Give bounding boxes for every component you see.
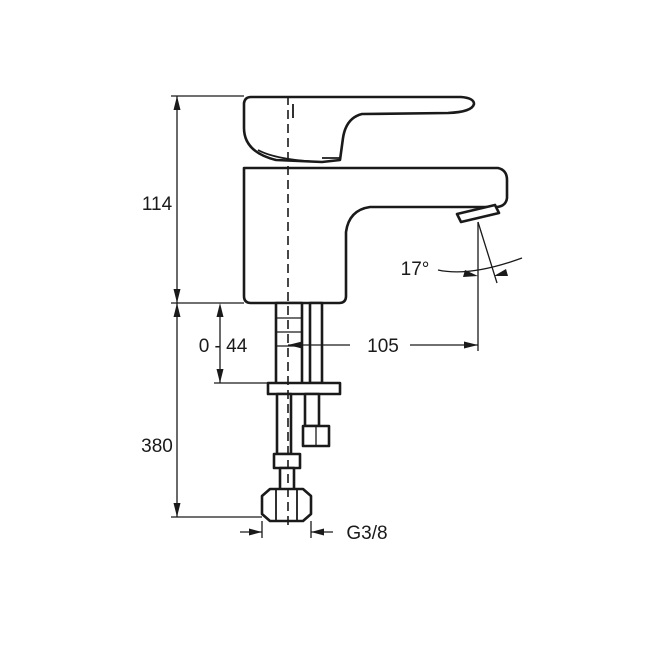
connection-nut: [260, 487, 313, 523]
dimension-label-105: 105: [367, 336, 399, 357]
supply-hose: [272, 392, 331, 492]
dimension-hose-length: [171, 303, 262, 518]
dimension-label-380: 380: [141, 436, 173, 457]
dimension-label-0-44: 0 - 44: [199, 336, 248, 357]
dimension-adjust-range: [214, 303, 268, 384]
dimension-spout-reach: [288, 222, 479, 351]
dimension-label-114: 114: [142, 194, 173, 215]
dimension-body-height: [171, 95, 244, 304]
dimension-thread: [240, 521, 333, 538]
faucet-body: [242, 166, 509, 305]
dimension-label-17deg: 17°: [401, 259, 430, 280]
lever-handle: [242, 95, 476, 164]
dimension-label-g38: G3/8: [346, 523, 387, 544]
dimension-spout-angle: [437, 221, 523, 284]
mounting-plate: [266, 381, 342, 396]
aerator-outlet: [455, 203, 501, 224]
